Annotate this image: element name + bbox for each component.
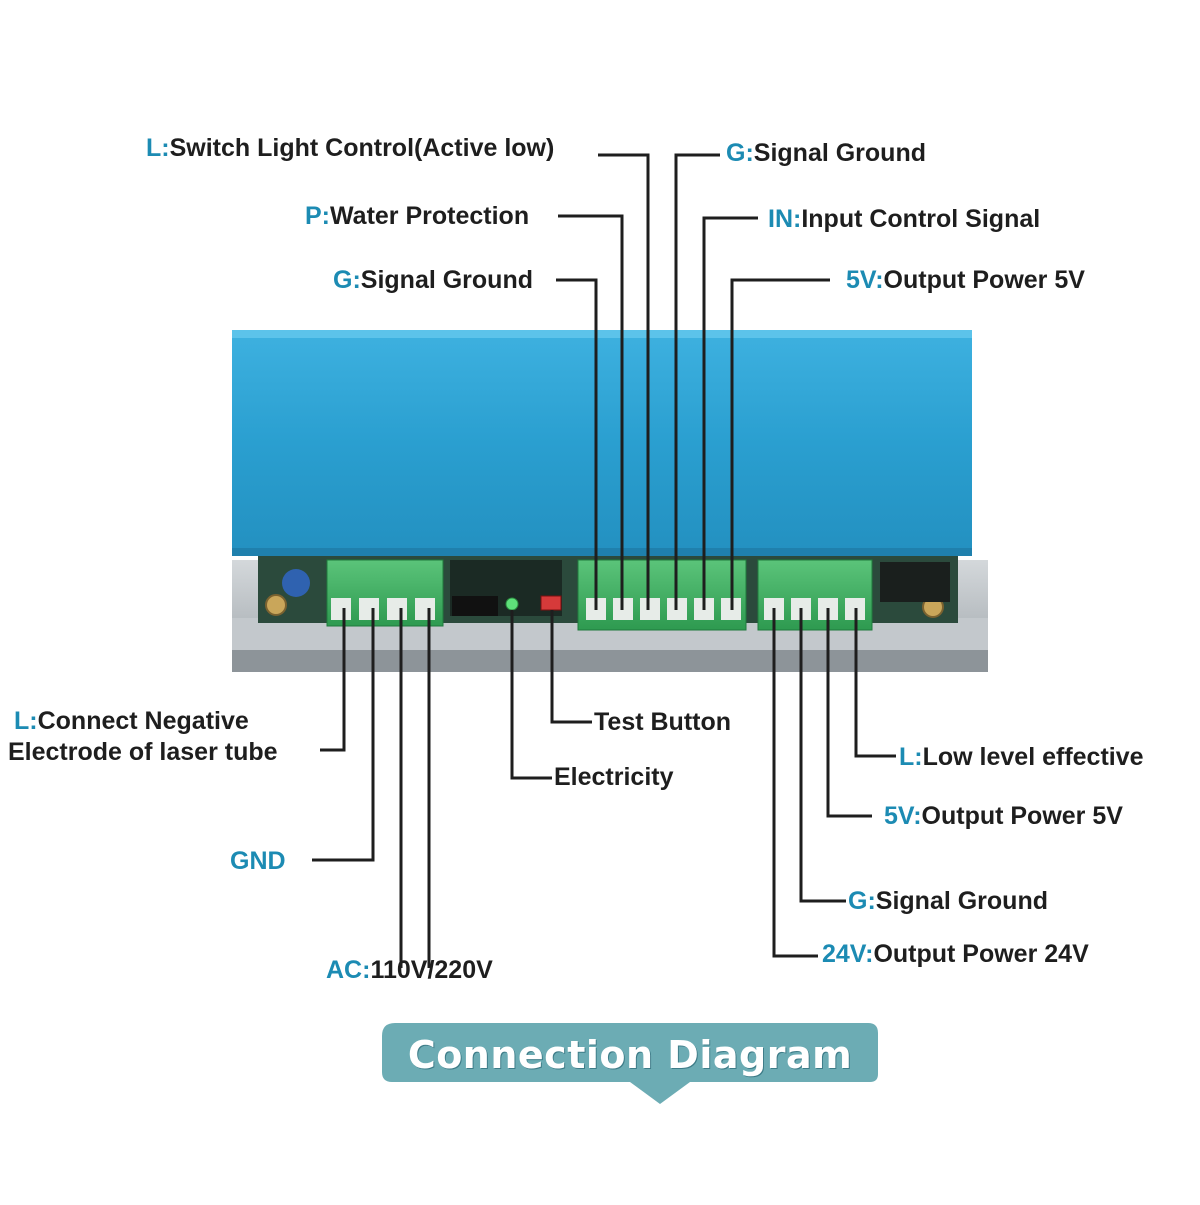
test-button-component <box>540 595 562 611</box>
leader-lines <box>312 153 896 968</box>
label-output-power-24v: 24V:Output Power 24V <box>822 939 1089 969</box>
leader-signal-ground-top-left <box>556 278 598 610</box>
control-terminal-block <box>577 559 747 631</box>
label-code: L: <box>899 743 923 771</box>
label-text: Signal Ground <box>875 887 1048 915</box>
label-text: Output Power 5V <box>883 266 1085 294</box>
label-code: G: <box>333 266 361 294</box>
leader-gnd <box>312 608 375 862</box>
label-text: Electricity <box>554 763 674 791</box>
title-banner <box>382 1023 878 1104</box>
leader-signal-ground-bottom <box>799 608 846 903</box>
label-code: G: <box>848 887 876 915</box>
blue-housing <box>232 330 972 556</box>
label-text: Test Button <box>594 708 732 736</box>
electricity-led <box>505 597 519 611</box>
housing-edge <box>232 548 972 556</box>
leader-input-control <box>702 216 758 610</box>
label-test-button: Test Button <box>594 707 731 737</box>
leader-switch-light <box>598 153 650 610</box>
housing-highlight <box>232 330 972 338</box>
leader-electricity <box>510 610 552 780</box>
power-supply-unit <box>232 330 988 672</box>
label-input-control-signal: IN:Input Control Signal <box>768 204 1040 234</box>
label-text: Output Power 5V <box>921 802 1123 830</box>
label-text: Signal Ground <box>753 139 926 167</box>
leader-signal-ground-top-right <box>674 153 720 610</box>
leader-output-24v <box>772 608 818 958</box>
label-signal-ground-top-left: G:Signal Ground <box>333 265 533 295</box>
ic-chip <box>452 596 498 616</box>
label-code: AC: <box>326 956 371 984</box>
label-text: Low level effective <box>922 743 1144 771</box>
label-code: 24V: <box>822 940 874 968</box>
chassis-shadow <box>232 648 988 672</box>
label-text: Output Power 24V <box>873 940 1089 968</box>
label-electricity: Electricity <box>554 762 674 792</box>
label-text: Signal Ground <box>360 266 533 294</box>
label-code: L: <box>14 707 38 735</box>
diagram-title: Connection Diagram <box>407 1033 853 1077</box>
label-code: L: <box>146 134 170 162</box>
label-text: 110V/220V <box>370 956 493 984</box>
leader-output-5v-top <box>730 278 830 610</box>
mounting-screw-left <box>265 594 287 616</box>
label-text: Switch Light Control(Active low) <box>169 134 555 162</box>
label-code: GND <box>230 847 286 875</box>
leader-water-protection <box>558 214 624 610</box>
label-signal-ground-top-right: G:Signal Ground <box>726 138 926 168</box>
label-signal-ground-bottom: G:Signal Ground <box>848 886 1048 916</box>
label-text: Water Protection <box>330 202 530 230</box>
label-output-power-5v-bottom: 5V:Output Power 5V <box>884 801 1123 831</box>
label-switch-light-control: L:Switch Light Control(Active low) <box>146 133 554 163</box>
label-output-power-5v-top: 5V:Output Power 5V <box>846 265 1085 295</box>
label-code: IN: <box>768 205 802 233</box>
label-laser-negative: L:Connect Negative Electrode of laser tu… <box>8 706 278 768</box>
label-gnd: GND <box>230 846 286 876</box>
label-text: Input Control Signal <box>801 205 1041 233</box>
label-water-protection: P:Water Protection <box>305 201 529 231</box>
label-low-level-effective: L:Low level effective <box>899 742 1144 772</box>
leader-output-5v-bottom <box>826 608 872 818</box>
label-ac: AC:110V/220V <box>326 955 493 985</box>
label-code: 5V: <box>846 266 884 294</box>
label-code: G: <box>726 139 754 167</box>
leader-test-button <box>550 610 592 724</box>
capacitor <box>282 569 310 597</box>
label-code: P: <box>305 202 330 230</box>
label-text: Connect Negative Electrode of laser tube <box>8 707 278 766</box>
component-right <box>880 562 950 602</box>
label-code: 5V: <box>884 802 922 830</box>
leader-laser-negative <box>320 608 346 752</box>
leader-low-level <box>854 608 896 758</box>
ac-terminal-block <box>326 559 444 627</box>
